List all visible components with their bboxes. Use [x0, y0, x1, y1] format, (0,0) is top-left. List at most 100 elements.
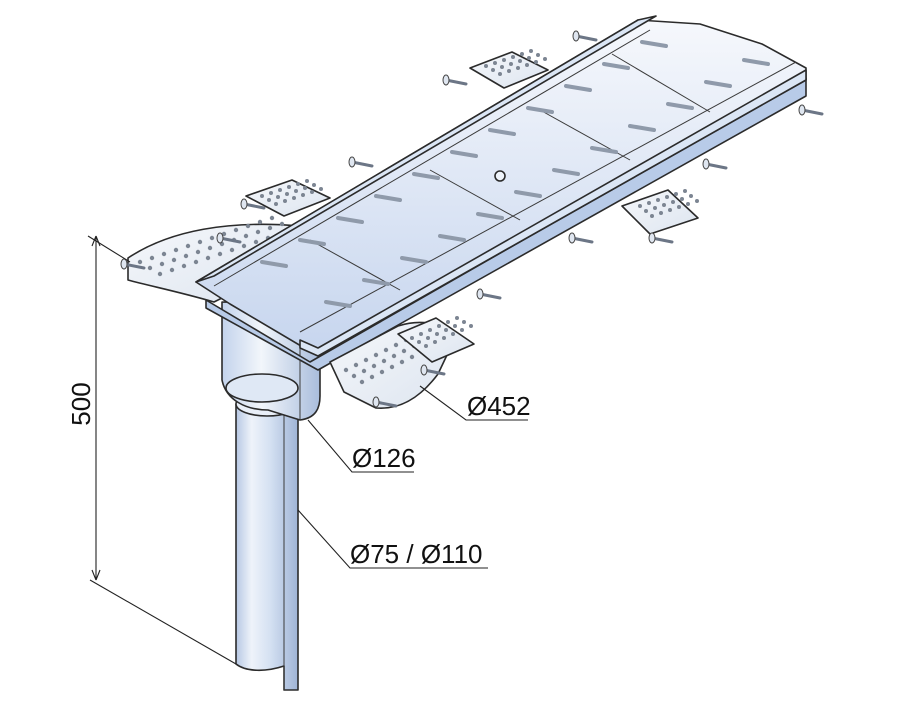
perforation-hole — [217, 251, 223, 257]
perforation-hole — [507, 69, 511, 73]
dimension-pipe-diameter: Ø75 / Ø110 — [297, 509, 488, 569]
fixing-plate-front-right — [621, 189, 699, 235]
perforation-hole — [276, 195, 280, 199]
anchor-pin — [372, 396, 398, 408]
perforation-hole — [169, 267, 175, 273]
grating-slot — [400, 256, 428, 264]
perforation-hole — [245, 223, 251, 229]
anchor-pin — [216, 232, 242, 244]
perforation-hole — [484, 64, 488, 68]
perforation-hole — [147, 265, 153, 271]
anchor-pin — [120, 258, 146, 270]
dimension-body-diameter-label: Ø126 — [352, 443, 416, 473]
perforation-hole — [389, 364, 395, 370]
perforation-hole — [371, 363, 377, 369]
perforation-hole — [509, 62, 513, 66]
perforation-hole — [257, 219, 263, 225]
grating-slot — [742, 58, 770, 66]
perforation-hole — [683, 189, 687, 193]
perforation-hole — [462, 320, 466, 324]
perforation-hole — [424, 344, 428, 348]
perforation-hole — [303, 186, 307, 190]
perforation-hole — [351, 373, 357, 379]
perforation-hole — [543, 57, 547, 61]
grating-slot — [602, 62, 630, 70]
grating-slot — [590, 146, 618, 154]
grating-slot — [298, 238, 326, 246]
perforation-hole — [534, 60, 538, 64]
grating-slot — [514, 190, 542, 198]
perforation-hole — [241, 243, 247, 249]
perforation-hole — [207, 245, 213, 251]
grating-slot — [374, 194, 402, 202]
anchor-pin — [240, 198, 266, 210]
perforation-hole — [653, 206, 657, 210]
dimension-flange-diameter-label: Ø452 — [467, 391, 531, 421]
perforation-hole — [428, 328, 432, 332]
perforation-hole — [279, 221, 285, 227]
perforation-hole — [260, 194, 264, 198]
perforation-hole — [686, 202, 690, 206]
perforation-hole — [343, 367, 349, 373]
perforation-hole — [359, 379, 365, 385]
perforation-hole — [283, 199, 287, 203]
perforation-hole — [677, 205, 681, 209]
perforation-hole — [665, 195, 669, 199]
grating-slot — [666, 102, 694, 110]
perforation-hole — [500, 65, 504, 69]
perforation-hole — [493, 61, 497, 65]
perforation-hole — [662, 203, 666, 207]
perforation-hole — [433, 340, 437, 344]
perforation-hole — [401, 348, 407, 354]
perforation-hole — [391, 353, 397, 359]
perforation-hole — [695, 199, 699, 203]
perforation-hole — [159, 261, 165, 267]
perforation-hole — [301, 193, 305, 197]
fixing-plate-back-left — [245, 179, 331, 217]
perforation-hole — [285, 192, 289, 196]
perforation-hole — [650, 214, 654, 218]
perforation-hole — [310, 190, 314, 194]
perforation-hole — [644, 209, 648, 213]
perforation-hole — [383, 347, 389, 353]
perforation-hole — [525, 63, 529, 67]
grating-slot — [450, 150, 478, 158]
perforation-hole — [267, 225, 273, 231]
dimension-flange-diameter: Ø452 — [419, 385, 531, 421]
perforation-hole — [269, 215, 275, 221]
perforation-hole — [185, 243, 191, 249]
perforation-hole — [451, 332, 455, 336]
outlet-pipe — [235, 391, 299, 691]
grating-slot — [526, 106, 554, 114]
perforation-hole — [527, 56, 531, 60]
perforation-hole — [157, 271, 163, 277]
perforation-hole — [444, 328, 448, 332]
perforation-hole — [195, 249, 201, 255]
perforation-hole — [243, 233, 249, 239]
anchoring-pins — [120, 30, 824, 408]
perforation-hole — [455, 316, 459, 320]
anchor-pin — [420, 364, 446, 376]
perforation-hole — [373, 352, 379, 358]
perforation-hole — [435, 332, 439, 336]
perforation-hole — [671, 200, 675, 204]
perforation-hole — [361, 368, 367, 374]
perforation-hole — [529, 49, 533, 53]
perforation-hole — [229, 247, 235, 253]
dimension-height: 500 — [66, 235, 237, 665]
perforation-hole — [674, 192, 678, 196]
perforation-hole — [638, 204, 642, 208]
perforation-hole — [647, 201, 651, 205]
dimension-height-label: 500 — [66, 382, 96, 425]
perforation-hole — [294, 189, 298, 193]
grating-slot — [260, 260, 288, 268]
perforation-hole — [312, 183, 316, 187]
fixing-plate-back-right — [469, 49, 549, 89]
grating-slot — [488, 128, 516, 136]
perforation-hole — [399, 359, 405, 365]
perforation-hole — [149, 255, 155, 261]
channel-rail — [195, 15, 807, 371]
anchor-pin — [442, 74, 468, 86]
perforation-hole — [233, 227, 239, 233]
